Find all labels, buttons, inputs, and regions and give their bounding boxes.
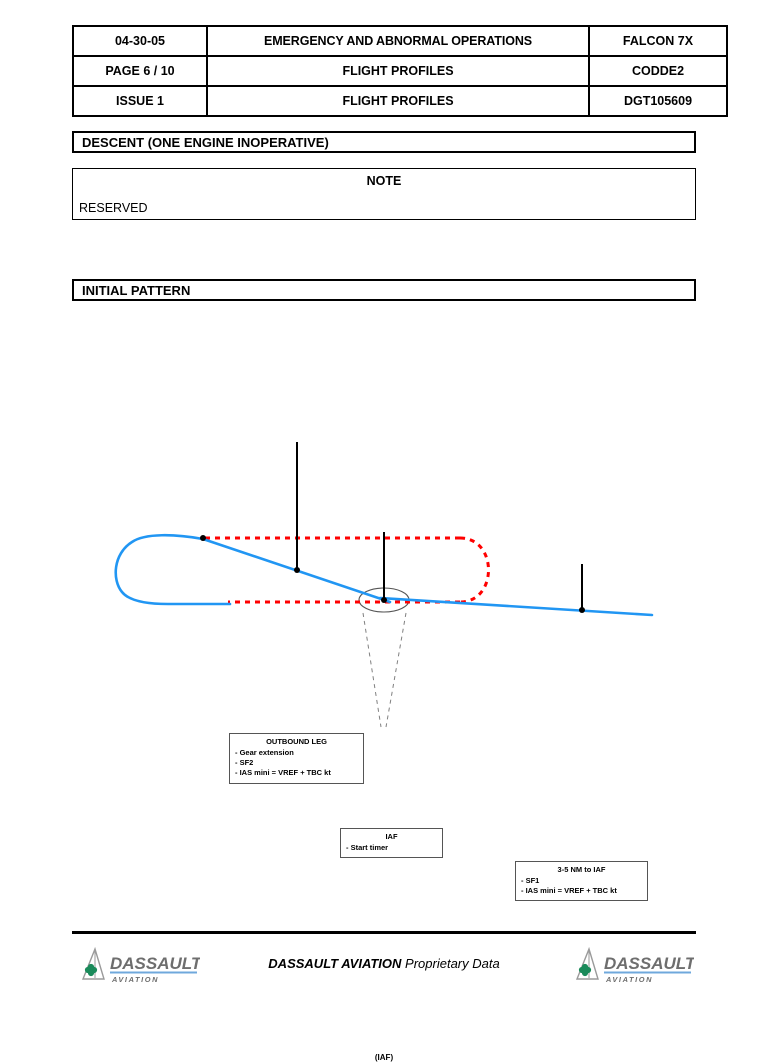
- callout-distance-to-iaf-line-2: - IAS mini = VREF + TBC kt: [521, 886, 617, 896]
- dassault-aviation-logo-left: DASSAULT AVIATION: [81, 946, 200, 984]
- header-page: PAGE 6 / 10: [72, 55, 208, 87]
- callout-distance-to-iaf-line-1: - SF1: [521, 876, 540, 886]
- callout-iaf-title: IAF: [385, 832, 398, 841]
- flight-pattern-diagram: OUTBOUND LEG - Gear extension - SF2 - IA…: [0, 330, 768, 1062]
- footer-text-prefix: DASSAULT AVIATION: [268, 956, 406, 971]
- dassault-wordmark-right: DASSAULT: [604, 954, 694, 973]
- callout-distance-to-iaf: 3-5 NM to IAF - SF1 - IAS mini = VREF + …: [515, 861, 648, 902]
- dassault-delta-icon-right: [575, 946, 599, 980]
- header-title-main: EMERGENCY AND ABNORMAL OPERATIONS: [206, 25, 590, 57]
- header-row-2: PAGE 6 / 10 FLIGHT PROFILES CODDE2: [72, 55, 728, 87]
- flight-pattern-svg: [114, 442, 654, 728]
- red-dotted-track: [205, 536, 490, 604]
- aviation-wordmark-right: AVIATION: [605, 975, 653, 984]
- document-header-table: 04-30-05 EMERGENCY AND ABNORMAL OPERATIO…: [72, 25, 728, 117]
- leader-line-distance-dot: [579, 607, 585, 613]
- footer-text-suffix: Proprietary Data: [405, 956, 500, 971]
- iaf-cone-right-line: [385, 612, 407, 728]
- header-title-sub-1: FLIGHT PROFILES: [206, 55, 590, 87]
- aviation-wordmark-left: AVIATION: [111, 975, 159, 984]
- callout-outbound-leg-title: OUTBOUND LEG: [266, 737, 327, 746]
- clover-icon: [84, 963, 98, 977]
- iaf-cone-label: (IAF): [374, 1053, 394, 1062]
- iaf-cone-left-line: [362, 612, 382, 728]
- callout-outbound-leg-line-3: - IAS mini = VREF + TBC kt: [235, 768, 331, 778]
- section-header-initial-pattern: INITIAL PATTERN: [72, 279, 696, 301]
- leader-line-iaf-dot: [381, 597, 387, 603]
- page-footer: DASSAULT AVIATION DASSAULT AVIATION Prop…: [72, 940, 696, 994]
- callout-iaf-line-1: - Start timer: [346, 843, 389, 853]
- track-start-point-marker: [200, 535, 206, 541]
- callout-outbound-leg: OUTBOUND LEG - Gear extension - SF2 - IA…: [229, 733, 364, 784]
- leader-line-distance: [579, 564, 585, 613]
- dassault-aviation-logo-right: DASSAULT AVIATION: [575, 946, 694, 984]
- blue-track-final-approach: [378, 596, 654, 617]
- header-aircraft: FALCON 7X: [588, 25, 728, 57]
- dassault-wordmark-left: DASSAULT: [110, 954, 200, 973]
- note-body: RESERVED: [79, 201, 148, 215]
- leader-line-outbound: [294, 442, 300, 573]
- blue-track-left-turn: [114, 533, 232, 606]
- footer-proprietary-text: DASSAULT AVIATION Proprietary Data: [72, 956, 696, 971]
- section-header-descent: DESCENT (ONE ENGINE INOPERATIVE): [72, 131, 696, 153]
- header-row-3: ISSUE 1 FLIGHT PROFILES DGT105609: [72, 85, 728, 117]
- callout-outbound-leg-line-2: - SF2: [235, 758, 254, 768]
- red-track-right-turn: [459, 536, 490, 604]
- iaf-cone: [358, 587, 410, 728]
- header-issue: ISSUE 1: [72, 85, 208, 117]
- clover-icon-right: [578, 963, 592, 977]
- header-doc-number: 04-30-05: [72, 25, 208, 57]
- callout-outbound-leg-line-1: - Gear extension: [235, 748, 294, 758]
- leader-line-outbound-dot: [294, 567, 300, 573]
- callout-distance-to-iaf-title: 3-5 NM to IAF: [557, 865, 606, 874]
- note-title: NOTE: [366, 174, 402, 188]
- footer-divider: [72, 931, 696, 934]
- dassault-delta-icon: [81, 946, 105, 980]
- header-row-1: 04-30-05 EMERGENCY AND ABNORMAL OPERATIO…: [72, 25, 728, 57]
- leader-line-iaf: [381, 532, 387, 603]
- section-header-descent-label: DESCENT (ONE ENGINE INOPERATIVE): [82, 134, 329, 150]
- section-header-initial-pattern-label: INITIAL PATTERN: [82, 282, 191, 298]
- header-title-sub-2: FLIGHT PROFILES: [206, 85, 590, 117]
- header-codde: CODDE2: [588, 55, 728, 87]
- callout-iaf: IAF - Start timer: [340, 828, 443, 859]
- header-dgt: DGT105609: [588, 85, 728, 117]
- note-box: NOTE RESERVED: [72, 168, 696, 220]
